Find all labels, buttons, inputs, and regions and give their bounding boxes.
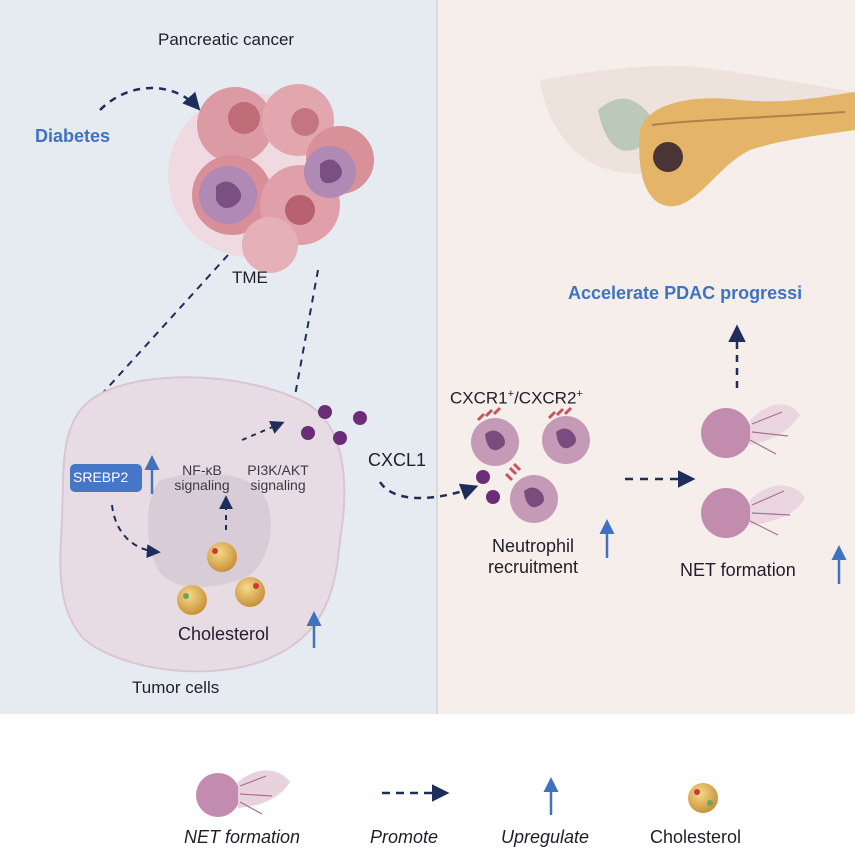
tumor-cell <box>59 376 346 673</box>
label-tme: TME <box>232 268 268 287</box>
net-formations <box>701 404 805 538</box>
srebp2-box <box>70 464 142 492</box>
legend-net-formation-label: NET formation <box>184 827 301 847</box>
label-diabetes: Diabetes <box>35 126 111 146</box>
legend-net-icon <box>196 770 290 817</box>
legend-cholesterol-label: Cholesterol <box>650 827 742 847</box>
label-cxcr1-cxcr2: CXCR1+/CXCR2+ <box>450 388 583 408</box>
arrow-cxcl1-to-neutrophil <box>378 481 479 501</box>
label-cholesterol: Cholesterol <box>178 624 270 644</box>
arrow-srebp2-to-cholesterol <box>111 504 161 559</box>
cholesterol-particles <box>177 542 265 615</box>
label-cxcl1: CXCL1 <box>368 450 427 470</box>
legend-upregulate-label: Upregulate <box>501 827 590 847</box>
label-accelerate-pdac: Accelerate PDAC progressi <box>568 283 803 303</box>
neutrophils <box>471 406 590 523</box>
legend-promote-label: Promote <box>370 827 439 847</box>
pancreas-organ <box>540 65 855 207</box>
label-net-formation: NET formation <box>680 560 796 580</box>
arrow-nfkb-to-pi3k <box>241 420 285 441</box>
cxcl1-molecules <box>301 405 500 504</box>
label-srebp2: SREBP2 <box>73 469 129 485</box>
tme-line-right <box>291 269 319 413</box>
legend-cholesterol-icon <box>688 783 718 813</box>
label-pancreatic-cancer: Pancreatic cancer <box>158 30 295 49</box>
arrow-diabetes-to-cancer <box>99 86 201 111</box>
label-tumor-cells: Tumor cells <box>132 678 220 697</box>
cancer-cell-cluster <box>168 84 374 273</box>
